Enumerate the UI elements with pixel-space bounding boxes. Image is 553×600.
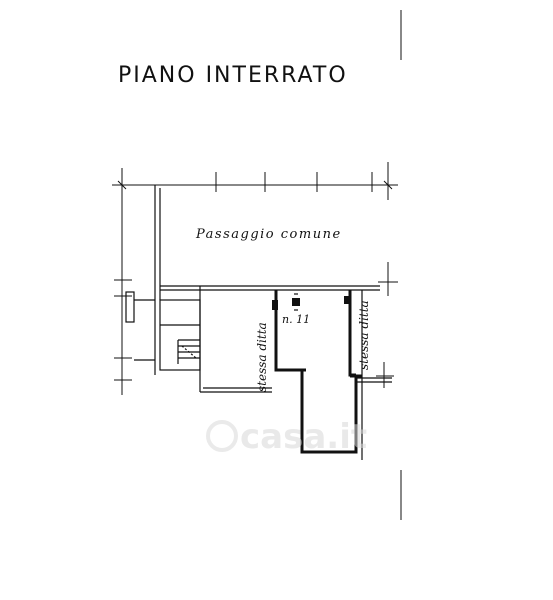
left-neighbour-label: stessa ditta bbox=[255, 322, 269, 392]
watermark: casa.it bbox=[206, 417, 367, 457]
stair-area bbox=[159, 299, 201, 371]
unit-number-label: n. 11 bbox=[282, 313, 310, 326]
left-edge-detail bbox=[125, 291, 155, 361]
plan-title: PIANO INTERRATO bbox=[118, 63, 348, 88]
watermark-text: casa.it bbox=[240, 417, 367, 457]
right-neighbour-label: stessa ditta bbox=[357, 300, 371, 370]
right-neighbour-unit bbox=[350, 290, 392, 460]
right-dimension-line bbox=[376, 262, 398, 388]
left-neighbour-unit bbox=[199, 286, 272, 393]
shared-passage-label: Passaggio comune bbox=[195, 227, 342, 242]
shared-passage bbox=[154, 185, 380, 375]
left-dimension-line bbox=[114, 168, 132, 395]
